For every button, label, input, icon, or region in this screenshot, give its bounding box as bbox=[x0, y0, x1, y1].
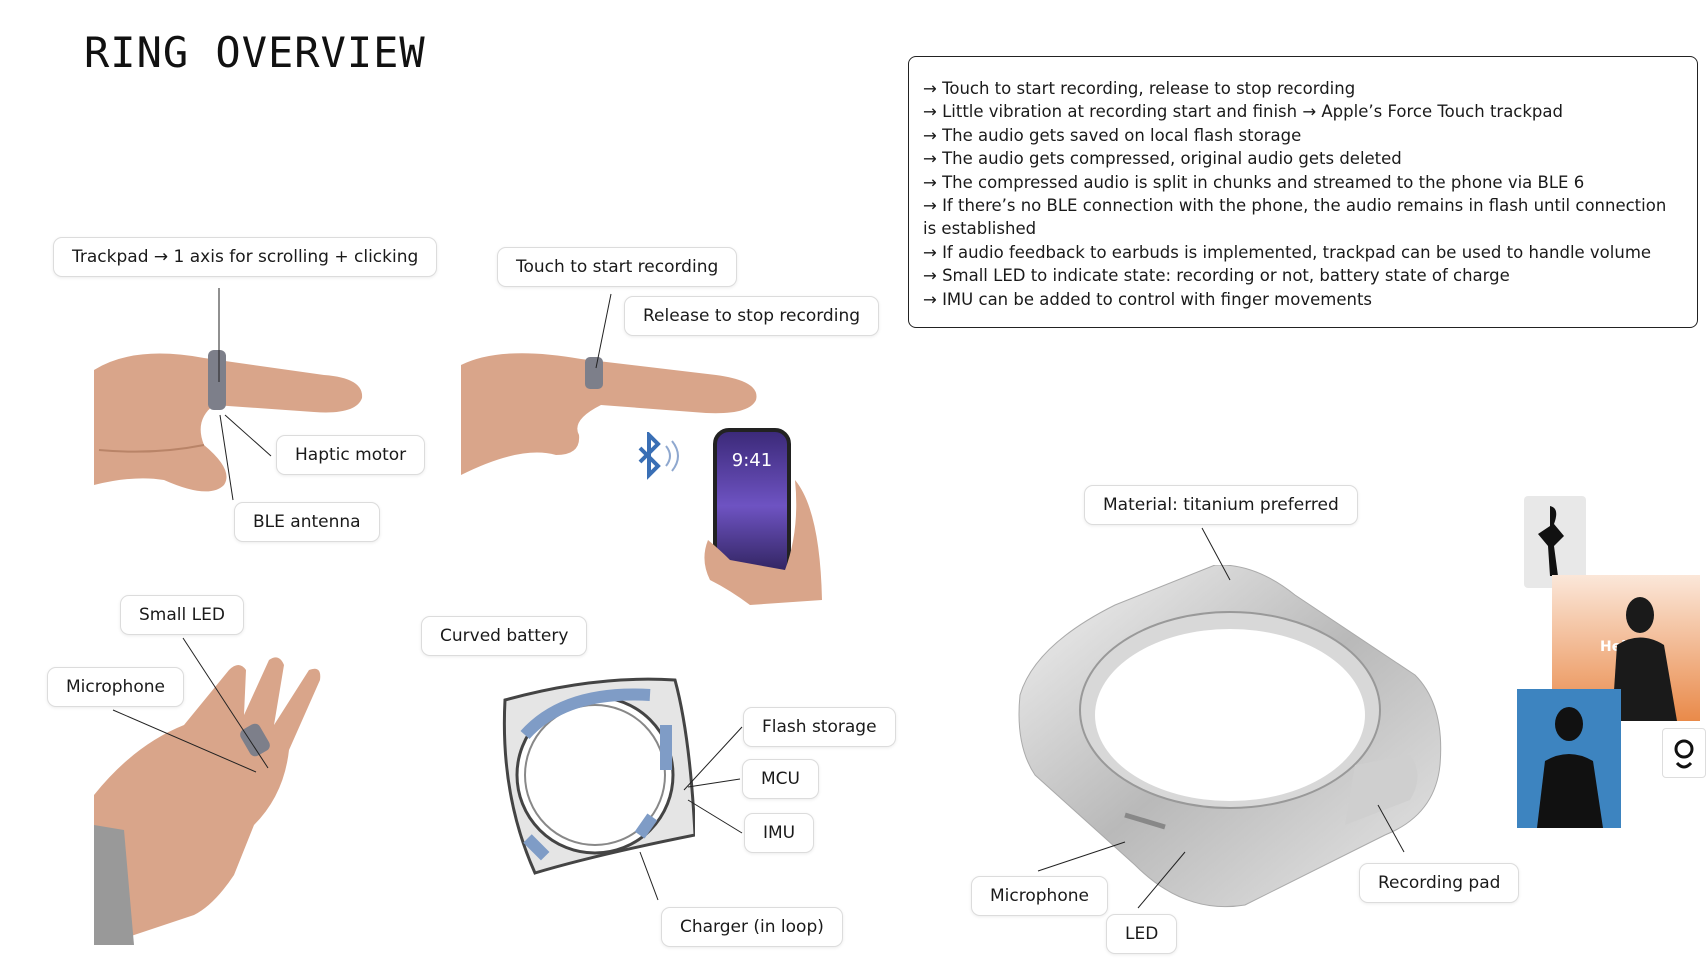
note-item: → Small LED to indicate state: recording… bbox=[923, 266, 1510, 286]
material-label: Material: titanium preferred bbox=[1084, 485, 1358, 525]
trackpad-label: Trackpad → 1 axis for scrolling + clicki… bbox=[53, 237, 438, 277]
imu-label: IMU bbox=[744, 813, 815, 853]
hand-ring-side-image bbox=[94, 350, 363, 492]
haptic-motor-label: Haptic motor bbox=[276, 435, 426, 475]
flash-storage-label: Flash storage bbox=[743, 707, 896, 747]
ble-antenna-label: BLE antenna bbox=[234, 502, 380, 542]
titanium-ring-image bbox=[1018, 565, 1442, 908]
note-item: → The compressed audio is split in chunk… bbox=[923, 172, 1585, 192]
curved-battery-label: Curved battery bbox=[421, 616, 588, 656]
recording-pad-label: Recording pad bbox=[1359, 863, 1520, 903]
page-title: RING OVERVIEW bbox=[84, 28, 426, 77]
hand-touch-image bbox=[461, 353, 757, 475]
note-item: → IMU can be added to control with finge… bbox=[923, 289, 1373, 309]
note-item: → Little vibration at recording start an… bbox=[923, 102, 1563, 122]
led-label: LED bbox=[1106, 914, 1178, 954]
note-item: → If there’s no BLE connection with the … bbox=[923, 196, 1667, 239]
phone-time: 9:41 bbox=[731, 450, 773, 471]
ring-cross-section-diagram bbox=[502, 677, 695, 875]
portrait-blue-image bbox=[1517, 689, 1621, 828]
charger-label: Charger (in loop) bbox=[661, 907, 843, 947]
small-logo-tile bbox=[1662, 728, 1706, 778]
note-item: → Touch to start recording, release to s… bbox=[923, 79, 1356, 98]
note-item: → The audio gets saved on local flash st… bbox=[923, 125, 1302, 145]
microphone-label-right: Microphone bbox=[971, 876, 1108, 916]
hand-back-image bbox=[94, 657, 321, 945]
small-led-label: Small LED bbox=[120, 595, 244, 635]
microphone-label-left: Microphone bbox=[47, 667, 184, 707]
mcu-label: MCU bbox=[742, 759, 819, 799]
logo-tile-image bbox=[1524, 496, 1586, 588]
notes-box: → Touch to start recording, release to s… bbox=[908, 56, 1698, 328]
bluetooth-icon bbox=[638, 432, 679, 480]
release-to-stop-label: Release to stop recording bbox=[624, 296, 880, 336]
note-item: → If audio feedback to earbuds is implem… bbox=[923, 242, 1652, 262]
note-item: → The audio gets compressed, original au… bbox=[923, 149, 1402, 169]
hand-holding-phone-image bbox=[704, 480, 822, 605]
touch-to-start-label: Touch to start recording bbox=[497, 247, 738, 287]
